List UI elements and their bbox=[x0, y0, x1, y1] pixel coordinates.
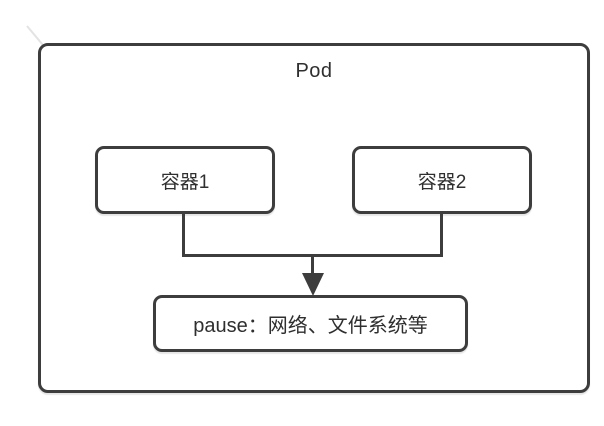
connector-merge-line bbox=[182, 254, 443, 257]
node-container-1: 容器1 bbox=[95, 146, 275, 214]
node-container-1-label: 容器1 bbox=[160, 171, 210, 193]
connector-arrow-stem bbox=[311, 257, 314, 275]
connector-line-from-container-1 bbox=[182, 214, 185, 257]
node-pause-label: pause：网络、文件系统等 bbox=[193, 315, 428, 337]
node-container-2: 容器2 bbox=[352, 146, 532, 214]
arrow-down-icon bbox=[302, 273, 324, 296]
pod-group-title: Pod bbox=[295, 60, 333, 82]
node-container-2-label: 容器2 bbox=[417, 171, 467, 193]
connector-line-from-container-2 bbox=[440, 214, 443, 257]
node-pause: pause：网络、文件系统等 bbox=[153, 295, 468, 352]
